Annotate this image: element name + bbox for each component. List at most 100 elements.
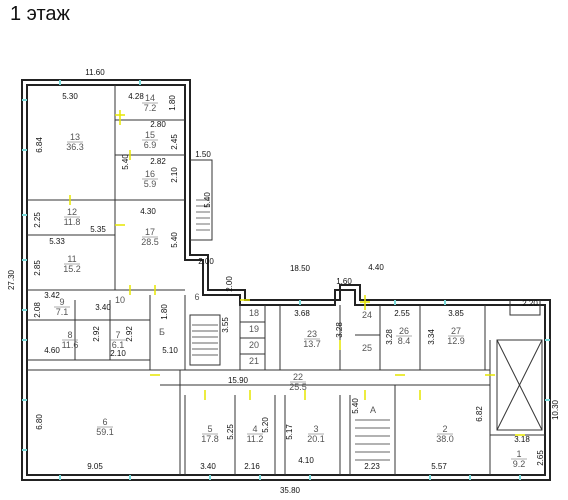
dimension-d430: 4.30 [140,207,156,216]
dimension-d223: 2.23 [364,462,380,471]
dimension-top_width: 11.60 [85,68,105,77]
dimension-d517: 5.17 [285,424,294,440]
room-number-r1: 1 [516,449,521,459]
room-number-r6s: 6 [194,292,199,302]
room-area-r11: 15.2 [63,264,81,274]
room-number-r11: 11 [67,254,76,264]
dimension-d208: 2.08 [33,302,42,318]
dimension-d684: 6.84 [35,137,44,153]
room-area-r6: 59.1 [96,427,114,437]
dimension-markers [69,110,525,436]
room-labels: 1336.3147.2156.9165.91211.81115.21728.59… [54,93,527,469]
room-area-r1: 9.2 [513,459,526,469]
room-number-r12: 12 [67,207,77,217]
dimension-d342: 3.42 [44,291,60,300]
room-number-r3: 3 [313,424,318,434]
dimension-bottom_width: 35.80 [280,486,301,495]
room-number-r25: 25 [362,343,372,353]
dimension-d180b: 1.80 [160,304,169,320]
dimension-d160: 1.60 [336,277,352,286]
dimension-d460: 4.60 [44,346,60,355]
dimension-d428: 4.28 [128,92,144,101]
dimension-d385: 3.85 [448,309,464,318]
dimension-d255: 2.55 [394,309,410,318]
room-number-r19: 19 [249,324,259,334]
room-number-r5: 5 [207,424,212,434]
dimension-mid_width: 18.50 [290,264,311,273]
room-number-r4: 4 [252,424,257,434]
room-number-r26: 26 [399,326,409,336]
room-number-r18: 18 [249,308,259,318]
outer-walls [21,79,551,481]
dimension-d328b: 3.28 [385,329,394,345]
dimension-d1590: 15.90 [228,376,249,385]
stair-flights [192,199,390,461]
dimension-d280: 2.80 [150,120,166,129]
room-number-r6: 6 [102,417,107,427]
dimension-d682: 6.82 [475,406,484,422]
dimension-d200a: 2.00 [198,257,214,266]
dimension-d520: 5.20 [261,417,270,433]
floor-title: 1 этаж [10,3,70,25]
dimension-d355: 3.55 [221,317,230,333]
room-number-r16: 16 [145,169,155,179]
dimension-d225: 2.25 [33,212,42,228]
room-area-r14: 7.2 [144,103,157,113]
room-area-r7: 6.1 [112,340,125,350]
room-number-rA: А [370,405,376,415]
room-number-r23: 23 [307,329,317,339]
interior-walls [27,85,545,475]
dimension-d285: 2.85 [33,260,42,276]
dimension-d510: 5.10 [162,346,178,355]
room-number-r8: 8 [67,330,72,340]
dimension-d905: 9.05 [87,462,103,471]
dimension-d200b: 2.00 [225,276,234,292]
dimension-d210a: 2.10 [170,167,179,183]
room-number-r7: 7 [115,330,120,340]
dimension-d535: 5.35 [90,225,106,234]
room-area-r27: 12.9 [447,336,465,346]
dimension-d150: 1.50 [195,150,211,159]
dimension-d525: 5.25 [226,424,235,440]
room-area-r5: 17.8 [201,434,219,444]
room-area-r15: 6.9 [144,140,157,150]
dimension-d680: 6.80 [35,414,44,430]
room-area-r9: 7.1 [56,307,69,317]
room-area-r12: 11.8 [64,217,81,227]
dimension-d216: 2.16 [244,462,260,471]
dimension-d440: 4.40 [368,263,384,272]
dimension-left_height: 27.30 [7,269,16,290]
dimension-d340a: 3.40 [95,303,111,312]
dimension-d368: 3.68 [294,309,310,318]
dimension-d318: 3.18 [514,435,530,444]
room-area-r22: 25.5 [289,382,307,392]
dimension-d540b: 5.40 [203,192,212,208]
dimension-right_height: 10.30 [551,399,560,420]
dimension-d540d: 5.40 [351,398,360,414]
dimension-d540a: 5.40 [121,154,130,170]
dimension-d334: 3.34 [427,329,436,345]
dimension-d282: 2.82 [150,157,166,166]
dimension-d292a: 2.92 [92,326,101,342]
room-number-rB: Б [159,327,165,337]
room-number-r14: 14 [145,93,155,103]
room-area-r8: 11.6 [62,340,79,350]
room-area-r4: 11.2 [247,434,264,444]
room-number-r13: 13 [70,132,80,142]
dimension-d410: 4.10 [298,456,314,465]
room-number-r2: 2 [442,424,447,434]
dimension-d180a: 1.80 [168,95,177,111]
room-area-r13: 36.3 [66,142,84,152]
dimension-d328a: 3.28 [335,322,344,338]
room-area-r3: 20.1 [307,434,325,444]
dimension-d292b: 2.92 [125,326,134,342]
dimension-d533: 5.33 [49,237,65,246]
room-number-r21: 21 [249,356,259,366]
dimension-d210b: 2.10 [110,349,126,358]
room-number-r17: 17 [145,227,155,237]
room-number-r9: 9 [59,297,64,307]
room-area-r17: 28.5 [141,237,159,247]
dimension-d530: 5.30 [62,92,78,101]
room-area-r2: 38.0 [436,434,454,444]
